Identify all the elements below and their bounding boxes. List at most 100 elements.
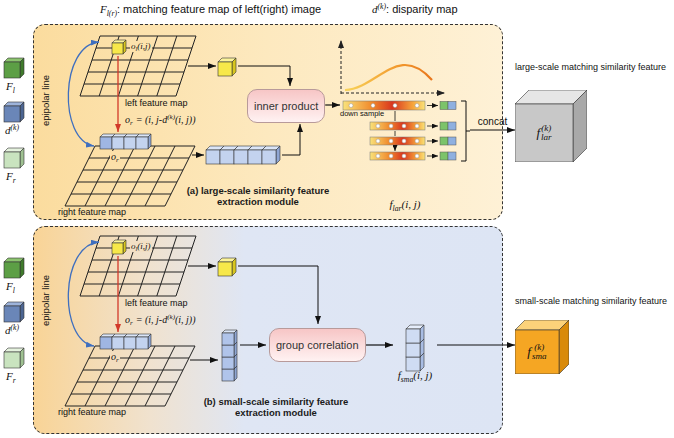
math-symbol: = (i, j-d: [136, 114, 167, 125]
annotation: d(k): [5, 324, 19, 337]
label-text: right feature map: [58, 207, 126, 217]
math-symbol: o: [125, 114, 130, 125]
math-symbol: (k): [541, 124, 552, 133]
math-symbol: sma: [532, 352, 547, 361]
annotation: or= (i, j-d(k)(i, j)): [125, 313, 196, 327]
math-symbol: (i, j): [402, 198, 421, 210]
math-symbol: l: [136, 245, 138, 252]
label-text: right feature map: [58, 407, 126, 417]
math-symbol: lar: [541, 133, 552, 142]
math-symbol: (k): [11, 323, 20, 332]
module-panel: (a) large-scale similarity feature extra…: [33, 24, 503, 220]
label-text: left feature map: [125, 98, 188, 108]
math-symbol: r: [13, 376, 16, 385]
operation-name: group correlation: [276, 339, 359, 351]
math-symbol: F: [6, 80, 13, 92]
math-symbol: (i,j): [137, 41, 150, 51]
annotation: epipolar line: [42, 274, 53, 325]
annotation: Fr: [6, 170, 16, 186]
math-symbol: l(r): [107, 9, 117, 18]
cube-stack: [393, 321, 437, 373]
operation-box: group correlation: [269, 328, 366, 362]
module-caption: (b) small-scale similarity feature extra…: [201, 396, 351, 419]
math-symbol: F: [100, 3, 107, 15]
index-stack: (k)sma: [532, 343, 547, 361]
annotation: or= (i, j-d(k)(i, j)): [125, 113, 196, 127]
label-text: : matching feature map of left(right) im…: [117, 3, 321, 15]
math-symbol: (k): [167, 113, 175, 121]
math-symbol: lar: [393, 204, 402, 213]
math-symbol: r: [130, 319, 133, 327]
formula-label: flar(i, j): [340, 198, 470, 214]
module-caption: (a) large-scale similarity feature extra…: [183, 185, 333, 208]
math-symbol: (k): [11, 123, 20, 132]
annotation: d(k): disparity map: [372, 3, 458, 16]
annotation: epipolar line: [42, 74, 53, 125]
math-symbol: o: [131, 41, 136, 51]
annotation: or: [110, 351, 120, 364]
annotation: Fl(r): matching feature map of left(righ…: [100, 3, 321, 19]
label-text: : disparity map: [386, 3, 458, 15]
label-text: epipolar line: [41, 74, 52, 125]
math-symbol: (k): [167, 313, 175, 321]
math-symbol: (i, j)): [175, 314, 196, 325]
connector-arrow: [325, 104, 340, 105]
connector-arrow: [437, 344, 515, 345]
math-symbol: f: [398, 369, 401, 381]
output-heading: large-scale matching similarity feature: [515, 62, 670, 73]
annotation: Fr: [6, 370, 16, 386]
annotation: ol(i,j): [130, 241, 152, 252]
output-heading: small-scale matching similarity feature: [515, 296, 670, 307]
annotation: ol(i,j): [130, 41, 152, 52]
math-symbol: (k): [378, 2, 387, 11]
math-symbol: l: [13, 286, 15, 295]
math-symbol: r: [116, 356, 119, 364]
connector-arrow: [470, 129, 515, 130]
math-symbol: l: [136, 45, 138, 52]
edge-label: concat: [478, 116, 507, 128]
math-symbol: r: [13, 176, 16, 185]
math-symbol: = (i, j-d: [136, 314, 167, 325]
output-feature-cube: large-scale matching similarity feature f…: [515, 62, 670, 164]
operation-name: inner product: [254, 100, 318, 112]
math-symbol: (i, j): [413, 369, 432, 381]
index-stack: (k)lar: [541, 124, 552, 142]
annotation: down sample: [340, 110, 384, 119]
output-feature-cube: small-scale matching similarity feature f…: [515, 296, 670, 376]
formula-label: fsma(i, j): [393, 369, 437, 385]
annotation: left feature map: [125, 298, 188, 308]
math-symbol: (i, j)): [175, 114, 196, 125]
math-symbol: o: [131, 241, 136, 251]
feature-bars: [340, 98, 470, 168]
label-text: down sample: [340, 109, 384, 118]
formula-label: f(k)sma: [515, 343, 559, 361]
math-symbol: (k): [532, 343, 547, 352]
math-symbol: d: [372, 3, 378, 15]
operation-box: inner product: [247, 89, 325, 123]
formula-label: f(k)lar: [515, 124, 573, 142]
label-text: left feature map: [125, 298, 188, 308]
math-symbol: f: [536, 125, 540, 140]
similarity-vector: fsma(i, j): [393, 321, 437, 387]
math-symbol: o: [111, 351, 116, 362]
math-symbol: r: [116, 156, 119, 164]
math-symbol: r: [130, 119, 133, 127]
module-panel: (b) small-scale similarity feature extra…: [33, 226, 503, 434]
math-symbol: F: [6, 170, 13, 182]
annotation: Fl: [6, 80, 15, 96]
math-symbol: o: [111, 151, 116, 162]
annotation: right feature map: [58, 207, 126, 217]
annotation: or: [110, 151, 120, 164]
annotation: Fl: [6, 280, 15, 296]
similarity-vector: flar(i, j): [340, 98, 470, 216]
math-symbol: o: [125, 314, 130, 325]
math-symbol: l: [13, 86, 15, 95]
math-symbol: F: [6, 370, 13, 382]
annotation: d(k): [5, 124, 19, 137]
annotation: left feature map: [125, 98, 188, 108]
math-symbol: d: [5, 324, 11, 336]
math-symbol: f: [527, 344, 531, 359]
math-symbol: F: [6, 280, 13, 292]
math-symbol: d: [5, 124, 11, 136]
connector-arrow: [366, 344, 393, 345]
